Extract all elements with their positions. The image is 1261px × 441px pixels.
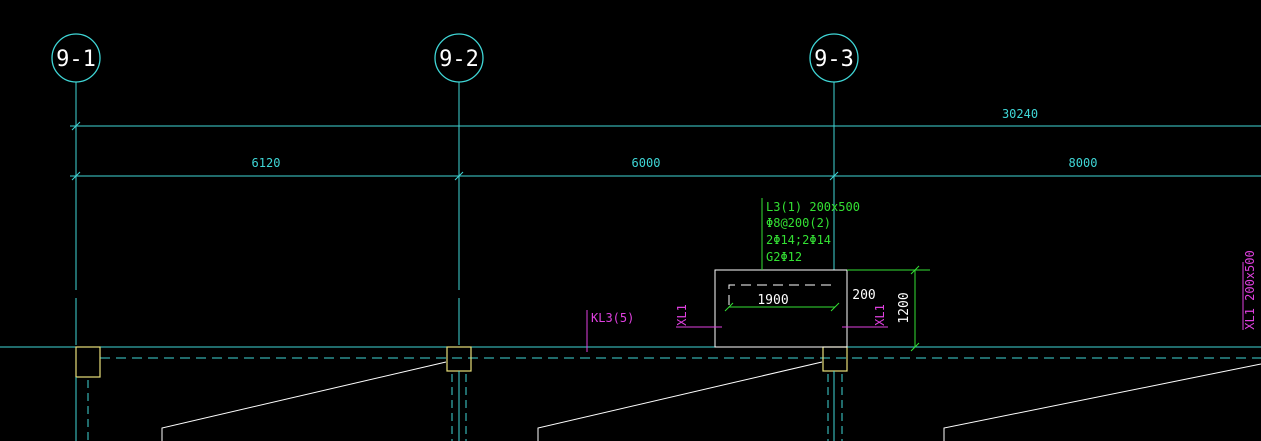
dim-tick (910, 265, 920, 275)
axis-bubble-9-1: 9-1 (51, 33, 101, 83)
link-beam-labels: KL3(5) XL1 XL1 XL1 200x500 (586, 250, 1257, 352)
span-dimension-2: 6000 (632, 156, 661, 170)
column-axis-continuation (75, 371, 835, 441)
opening-box: 1900 200 1200 (714, 265, 930, 352)
column-dashed-lines (87, 374, 843, 441)
beam-note-line2: Φ8@200(2) (766, 216, 831, 230)
opening-outline (714, 269, 848, 348)
dim-tick (71, 171, 81, 181)
ramp-line-1 (161, 361, 447, 441)
beam-note-line4: G2Φ12 (766, 250, 802, 264)
dim-tick (910, 342, 920, 352)
ramp-line-2 (537, 361, 823, 441)
axis-circle (434, 33, 484, 83)
dim-tick (454, 171, 464, 181)
column-9-1 (75, 346, 101, 378)
xl1-left-label: XL1 (675, 304, 689, 326)
dim-tick (71, 121, 81, 131)
ramp-line-3 (943, 363, 1261, 441)
dimension-lines (70, 121, 1261, 181)
opening-hidden-line (728, 284, 835, 305)
xl1-edge-label: XL1 200x500 (1243, 250, 1257, 329)
axis-circle (51, 33, 101, 83)
axis-bubble-9-2: 9-2 (434, 33, 484, 83)
dim-1200-text: 1200 (897, 292, 912, 323)
beam-note-line1: L3(1) 200x500 (766, 200, 860, 214)
xl1-right-label: XL1 (873, 304, 887, 326)
axis-bubble-9-3: 9-3 (809, 33, 859, 83)
axis-label-9-3: 9-3 (814, 47, 854, 72)
dim-1900-text: 1900 (757, 293, 788, 308)
axis-label-9-1: 9-1 (56, 47, 96, 72)
dim-200-text: 200 (852, 288, 875, 303)
beam-lines (0, 346, 1261, 359)
ramp-lines (161, 361, 1261, 441)
beam-note-line3: 2Φ14;2Φ14 (766, 233, 831, 247)
total-dimension-text: 30240 (1002, 107, 1038, 121)
beam-annotation-l3: L3(1) 200x500 Φ8@200(2) 2Φ14;2Φ14 G2Φ12 (761, 198, 860, 270)
axis-circle (809, 33, 859, 83)
axis-label-9-2: 9-2 (439, 47, 479, 72)
kl3-label: KL3(5) (591, 311, 634, 325)
span-dimension-3: 8000 (1069, 156, 1098, 170)
dim-tick (830, 302, 840, 312)
span-dimension-1: 6120 (252, 156, 281, 170)
dim-tick (724, 302, 734, 312)
dim-tick (829, 171, 839, 181)
